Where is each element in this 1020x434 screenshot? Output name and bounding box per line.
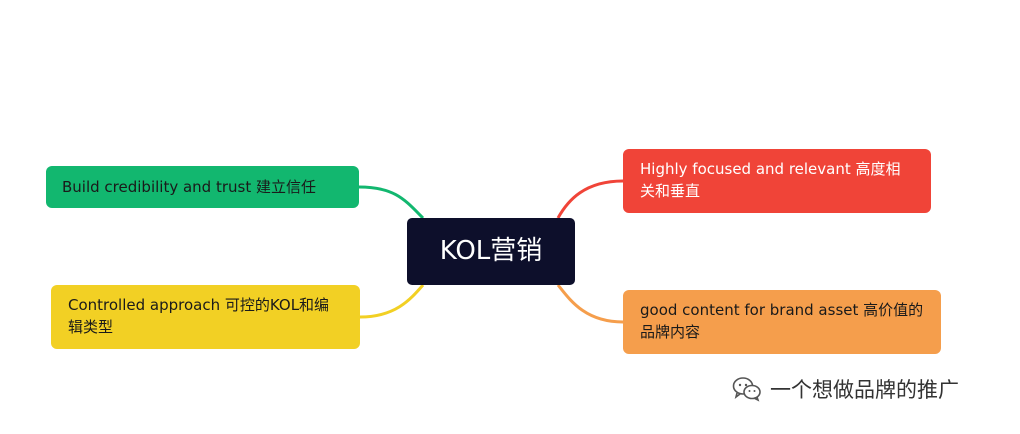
central-node: KOL营销: [407, 218, 575, 285]
connector-orange: [556, 284, 624, 324]
wechat-icon: [732, 377, 761, 402]
branch-node-controlled: Controlled approach 可控的KOL和编辑类型: [51, 285, 360, 349]
branch-node-focused: Highly focused and relevant 高度相关和垂直: [623, 149, 931, 213]
branch-node-content: good content for brand asset 高价值的品牌内容: [623, 290, 941, 354]
branch-node-credibility: Build credibility and trust 建立信任: [46, 166, 359, 208]
connector-yellow: [359, 284, 425, 319]
connector-red: [556, 179, 624, 219]
watermark-text: 一个想做品牌的推广: [770, 378, 959, 402]
connector-green: [358, 185, 425, 220]
watermark: 一个想做品牌的推广: [732, 374, 959, 404]
